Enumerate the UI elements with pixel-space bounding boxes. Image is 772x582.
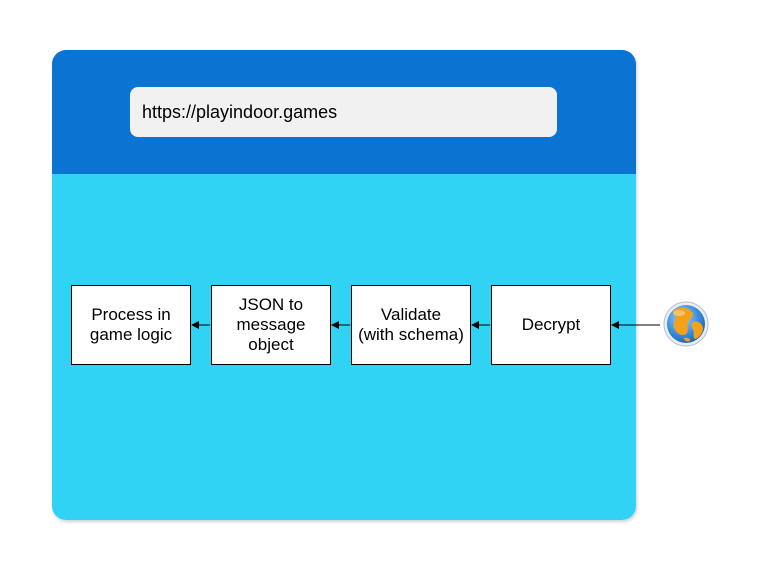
- step-json-to-message-object: JSON to message object: [211, 285, 331, 365]
- globe-icon: [663, 301, 709, 347]
- step-validate-with-schema: Validate (with schema): [351, 285, 471, 365]
- url-bar[interactable]: https://playindoor.games: [130, 87, 557, 137]
- url-text: https://playindoor.games: [142, 101, 338, 122]
- step-process-in-game-logic: Process in game logic: [71, 285, 191, 365]
- step-decrypt: Decrypt: [491, 285, 611, 365]
- browser-header: https://playindoor.games: [52, 50, 636, 174]
